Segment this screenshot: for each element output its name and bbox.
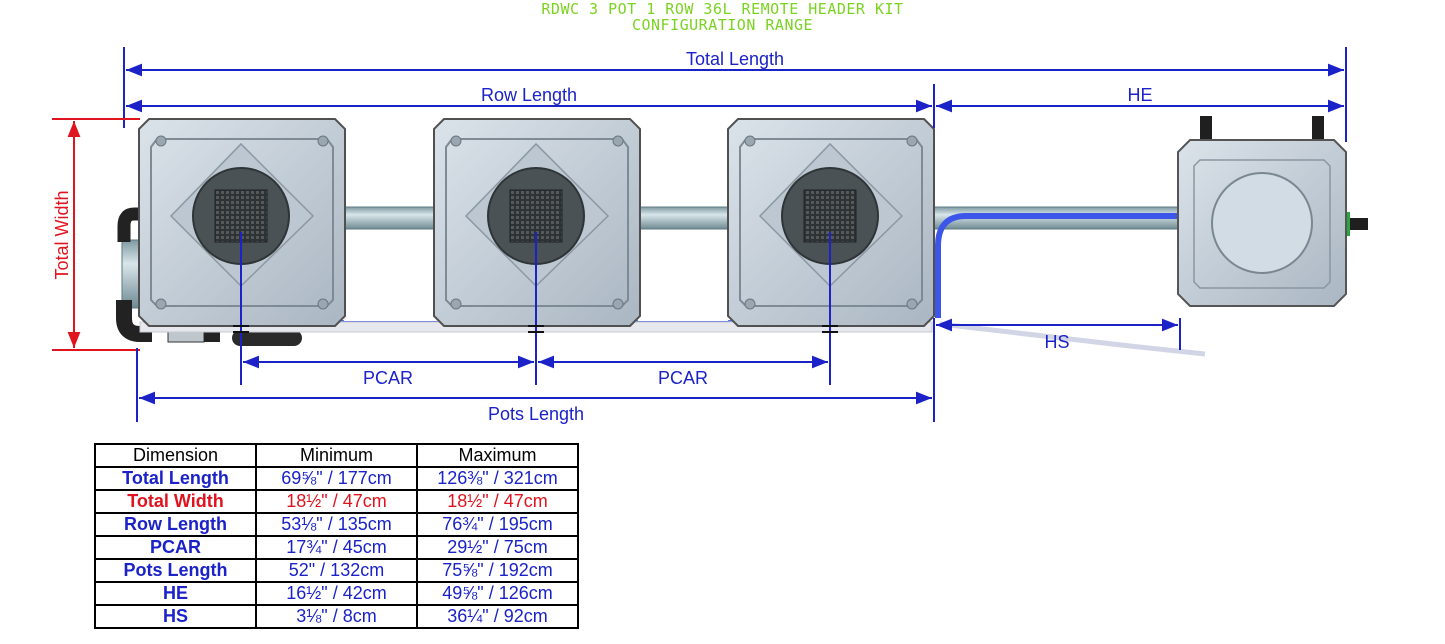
pot-corner-gusset bbox=[744, 135, 756, 147]
return-elbow-top bbox=[117, 207, 150, 242]
pot-corner-gusset bbox=[744, 298, 756, 310]
header-inlet-fitting bbox=[1312, 116, 1324, 142]
header-tank-rim bbox=[1193, 159, 1331, 289]
valve-handle bbox=[204, 330, 220, 342]
header-hose bbox=[935, 213, 1180, 318]
grow-pot bbox=[138, 118, 346, 327]
maximum-cell: 29½" / 75cm bbox=[416, 535, 579, 560]
column-header-minimum: Minimum bbox=[255, 443, 418, 468]
dimension-name-cell: PCAR bbox=[94, 535, 257, 560]
pot-corner-gusset bbox=[612, 298, 624, 310]
header-tank-lid bbox=[1211, 172, 1313, 274]
dimension-name-cell: Total Length bbox=[94, 466, 257, 491]
row-length-label: Row Length bbox=[481, 85, 577, 105]
pipe-segment-1 bbox=[329, 206, 451, 230]
minimum-cell: 53⅛" / 135cm bbox=[255, 512, 418, 537]
minimum-cell: 17¾" / 45cm bbox=[255, 535, 418, 560]
header-valve-handle bbox=[1350, 218, 1368, 230]
maximum-cell: 36¼" / 92cm bbox=[416, 604, 579, 629]
pcar-label-2: PCAR bbox=[658, 368, 708, 388]
dimension-name-cell: Row Length bbox=[94, 512, 257, 537]
maximum-cell: 75⅝" / 192cm bbox=[416, 558, 579, 583]
hs-label: HS bbox=[1044, 332, 1069, 352]
title-line-2: CONFIGURATION RANGE bbox=[631, 16, 814, 34]
title-line-1: RDWC 3 POT 1 ROW 36L REMOTE HEADER KIT bbox=[541, 0, 904, 18]
diagram-title: RDWC 3 POT 1 ROW 36L REMOTE HEADER KIT C… bbox=[0, 1, 1445, 33]
maximum-cell: 18½" / 47cm bbox=[416, 489, 579, 514]
maximum-cell: 76¾" / 195cm bbox=[416, 512, 579, 537]
pot-corner-gusset bbox=[155, 298, 167, 310]
maximum-cell: 49⅝" / 126cm bbox=[416, 581, 579, 606]
rdwc-layout-diagram: Total Length Row Length HE Total Width H… bbox=[52, 47, 1368, 424]
header-tank bbox=[1177, 116, 1368, 307]
pot-corner-gusset bbox=[317, 298, 329, 310]
pot-corner-gusset bbox=[906, 298, 918, 310]
minimum-cell: 69⅝" / 177cm bbox=[255, 466, 418, 491]
return-elbow-bottom bbox=[116, 300, 152, 342]
pot-corner-gusset bbox=[450, 135, 462, 147]
total-width-label: Total Width bbox=[52, 190, 72, 279]
pots-length-label: Pots Length bbox=[488, 404, 584, 424]
minimum-cell: 52" / 132cm bbox=[255, 558, 418, 583]
grow-pots bbox=[138, 118, 935, 327]
grow-pot bbox=[727, 118, 935, 327]
minimum-cell: 18½" / 47cm bbox=[255, 489, 418, 514]
center-marks bbox=[233, 325, 838, 333]
he-label: HE bbox=[1127, 85, 1152, 105]
dimension-name-cell: Total Width bbox=[94, 489, 257, 514]
dimension-name-cell: HS bbox=[94, 604, 257, 629]
grow-pot bbox=[433, 118, 641, 327]
column-header-maximum: Maximum bbox=[416, 443, 579, 468]
pcar-label-1: PCAR bbox=[363, 368, 413, 388]
column-header-dimension: Dimension bbox=[94, 443, 257, 468]
pot-corner-gusset bbox=[906, 135, 918, 147]
pot-corner-gusset bbox=[450, 298, 462, 310]
dimension-name-cell: HE bbox=[94, 581, 257, 606]
dimension-name-cell: Pots Length bbox=[94, 558, 257, 583]
dimension-annotations: Total Length Row Length HE Total Width H… bbox=[52, 47, 1347, 424]
minimum-cell: 16½" / 42cm bbox=[255, 581, 418, 606]
drain-fitting bbox=[232, 330, 302, 346]
pot-corner-gusset bbox=[155, 135, 167, 147]
maximum-cell: 126⅜" / 321cm bbox=[416, 466, 579, 491]
table-header-row: Dimension Minimum Maximum bbox=[94, 443, 579, 468]
total-length-label: Total Length bbox=[686, 49, 784, 69]
header-inlet-fitting bbox=[1200, 116, 1212, 142]
drain-hose bbox=[939, 321, 1206, 357]
minimum-cell: 3⅛" / 8cm bbox=[255, 604, 418, 629]
pot-corner-gusset bbox=[317, 135, 329, 147]
pot-corner-gusset bbox=[612, 135, 624, 147]
